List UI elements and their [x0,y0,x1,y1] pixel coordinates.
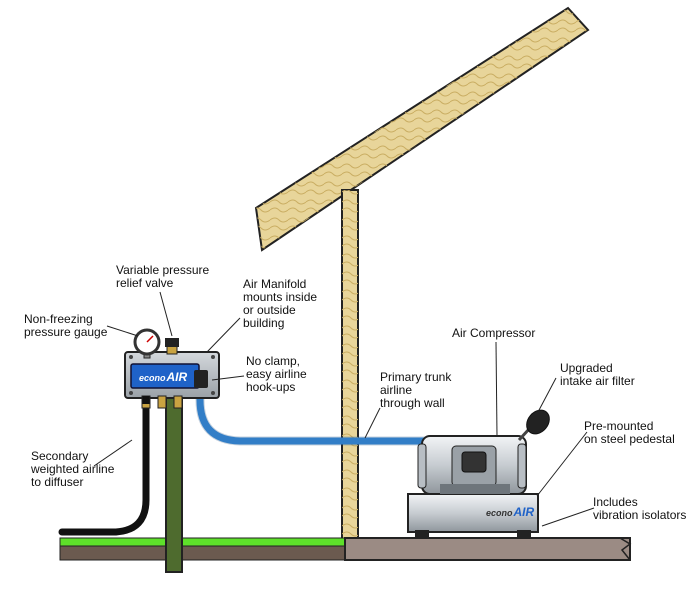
label-vibration-isolators: Includes vibration isolators [593,495,687,522]
label-no-clamp: No clamp, easy airline hook-ups [246,354,307,394]
label-secondary-airline: Secondary weighted airline to diffuser [31,449,115,489]
relief-valve [165,338,179,355]
primary-trunk-airline [196,380,434,445]
manifold-brand: econoAIR [139,370,188,384]
pressure-gauge [133,328,161,359]
air-manifold: econoAIR [124,351,220,409]
label-relief-valve: Variable pressure relief valve [116,263,210,290]
roof-rafter [254,6,590,252]
label-air-manifold: Air Manifold mounts inside or outside bu… [243,277,318,330]
label-primary-trunk: Primary trunk airline through wall [380,370,452,410]
label-pedestal: Pre-mounted on steel pedestal [584,419,675,446]
air-compressor: econoAIR [407,409,550,538]
leader-lines [93,291,595,527]
secondary-airline [58,391,150,536]
label-intake-filter: Upgraded intake air filter [560,361,635,388]
label-pressure-gauge: Non-freezing pressure gauge [24,312,108,339]
wall-post [341,189,359,541]
ground [59,537,632,561]
manifold-post [165,389,183,573]
label-air-compressor: Air Compressor [452,326,536,340]
pedestal-brand: econoAIR [486,505,535,519]
